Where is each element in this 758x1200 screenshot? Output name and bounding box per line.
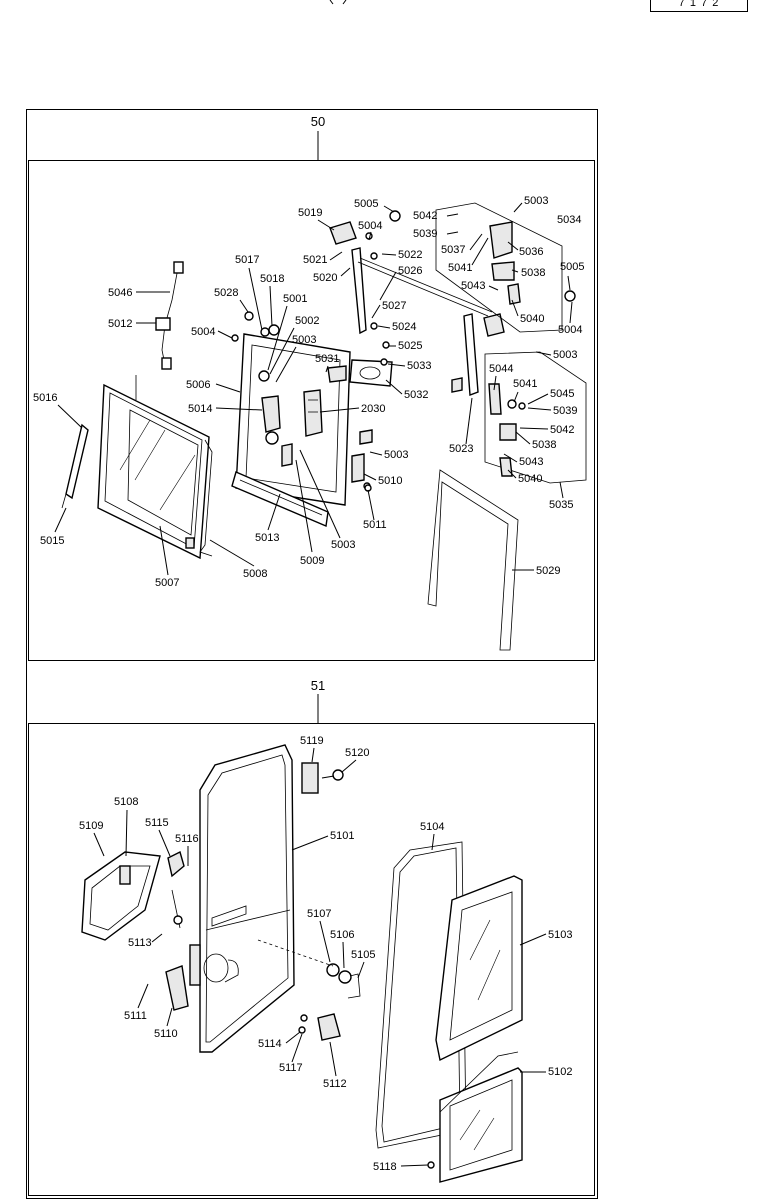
callout-label: 5037 (441, 244, 465, 256)
callout-label: 5119 (300, 735, 324, 747)
callout-label: 5004 (558, 324, 582, 336)
callout-label: 5003 (331, 539, 355, 551)
callout-label: 5040 (520, 313, 544, 325)
callout-label: 5108 (114, 796, 138, 808)
callout-label: 5018 (260, 273, 284, 285)
callout-label: 5004 (358, 220, 382, 232)
callout-label: 5002 (295, 315, 319, 327)
callout-label: 5102 (548, 1066, 572, 1078)
upper-callouts: 5005 5003 5019 5042 5034 5004 5039 5021 … (33, 195, 584, 589)
callout-label: 5013 (255, 532, 279, 544)
callout-label: 5011 (363, 519, 387, 531)
callout-label: 5009 (300, 555, 324, 567)
callout-label: 5034 (557, 214, 581, 226)
callout-label: 5041 (448, 262, 472, 274)
callout-label: 5020 (313, 272, 337, 284)
callout-label: 5014 (188, 403, 212, 415)
callout-label: 5038 (532, 439, 556, 451)
callout-label: 5044 (489, 363, 513, 375)
callout-label: 5104 (420, 821, 444, 833)
callout-label: 5027 (382, 300, 406, 312)
callout-label: 5016 (33, 392, 57, 404)
callout-label: 5031 (315, 353, 339, 365)
callout-label: 5113 (128, 937, 152, 949)
callout-label: 5008 (243, 568, 267, 580)
callout-label: 5038 (521, 267, 545, 279)
lower-section-parts (81, 744, 523, 1183)
callout-label: 5035 (549, 499, 573, 511)
callout-label: 5003 (553, 349, 577, 361)
callout-label: 5109 (79, 820, 103, 832)
callout-label: 5028 (214, 287, 238, 299)
callout-label: 5032 (404, 389, 428, 401)
callout-label: 5112 (323, 1078, 347, 1090)
callout-label: 5115 (145, 817, 169, 829)
callout-label: 5023 (449, 443, 473, 455)
upper-leader-lines (54, 202, 573, 576)
callout-label: 5116 (175, 833, 199, 845)
callout-label: 5036 (519, 246, 543, 258)
callout-label: 5010 (378, 475, 402, 487)
callout-label: 5029 (536, 565, 560, 577)
group-label-50: 50 (311, 114, 325, 129)
callout-label: 5042 (413, 210, 437, 222)
callout-label: 5006 (186, 379, 210, 391)
callout-label: 5043 (519, 456, 543, 468)
callout-label: 5026 (398, 265, 422, 277)
callout-label: 5021 (303, 254, 327, 266)
callout-label: 5045 (550, 388, 574, 400)
callout-label: 5015 (40, 535, 64, 547)
callout-label: 5105 (351, 949, 375, 961)
callout-label: 5117 (279, 1062, 303, 1074)
callout-label: 5033 (407, 360, 431, 372)
callout-label: 2030 (361, 403, 385, 415)
callout-label: 5004 (191, 326, 215, 338)
callout-label: 5012 (108, 318, 132, 330)
callout-label: 5003 (384, 449, 408, 461)
outer-frame (26, 109, 598, 1199)
callout-label: 5040 (518, 473, 542, 485)
callout-label: 5101 (330, 830, 354, 842)
callout-label: 5111 (124, 1010, 147, 1022)
callout-label: 5025 (398, 340, 422, 352)
group-50-panel (28, 160, 595, 661)
callout-label: 5114 (258, 1038, 282, 1050)
callout-label: 5120 (345, 747, 369, 759)
callout-label: 5001 (283, 293, 307, 305)
page-number-box (650, 0, 748, 12)
group-51-panel (28, 723, 595, 1196)
callout-label: 5118 (373, 1161, 397, 1173)
callout-label: 5003 (524, 195, 548, 207)
callout-label: 5042 (550, 424, 574, 436)
callout-label: 5017 (235, 254, 259, 266)
callout-label: 5003 (292, 334, 316, 346)
callout-label: 5046 (108, 287, 132, 299)
callout-label: 5019 (298, 207, 322, 219)
callout-label: 5039 (553, 405, 577, 417)
group-label-51: 51 (311, 678, 325, 693)
callout-label: 5007 (155, 577, 179, 589)
lower-leader-lines (93, 747, 547, 1167)
callout-label: 5043 (461, 280, 485, 292)
callout-label: 5107 (307, 908, 331, 920)
page-number: 7 1 7 2 (678, 0, 720, 9)
upper-section-parts (61, 202, 587, 651)
callout-label: 5005 (354, 198, 378, 210)
callout-label: 5005 (560, 261, 584, 273)
callout-label: 5024 (392, 321, 416, 333)
callout-label: 5106 (330, 929, 354, 941)
callout-label: 5041 (513, 378, 537, 390)
callout-label: 5022 (398, 249, 422, 261)
callout-label: 5103 (548, 929, 572, 941)
lower-callouts: 5119 5120 5108 5109 5115 5116 5101 5104 … (79, 735, 572, 1173)
callout-label: 5039 (413, 228, 437, 240)
callout-label: 5110 (154, 1028, 178, 1040)
